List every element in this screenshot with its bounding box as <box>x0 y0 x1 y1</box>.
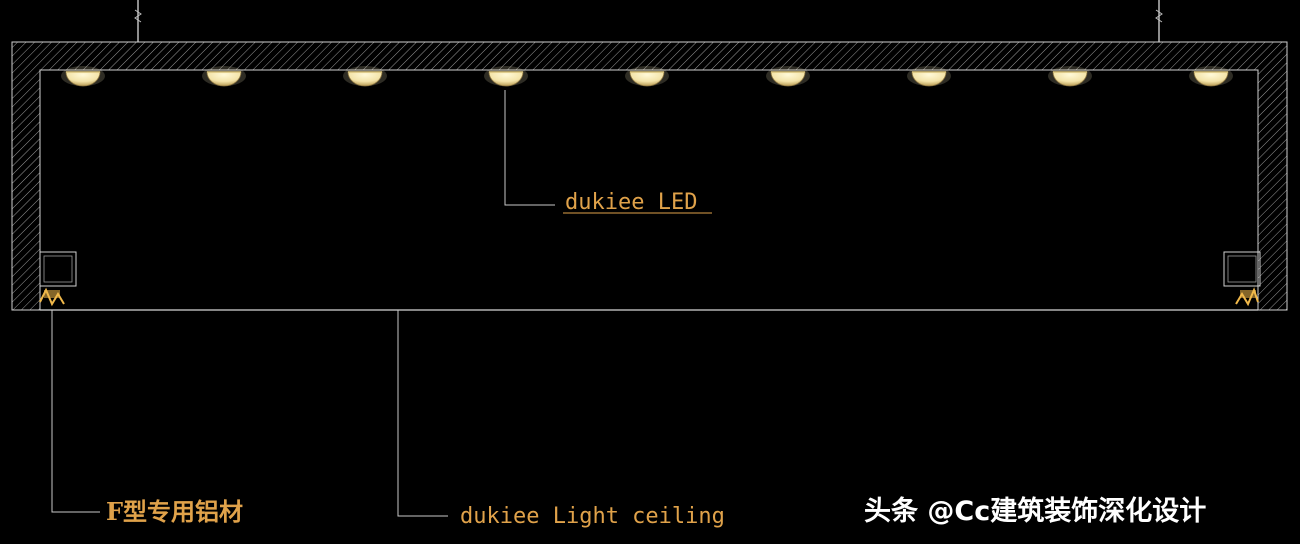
hanger-rods <box>134 0 1163 42</box>
leader-ceiling <box>397 310 448 517</box>
label-f-profile: F型专用铝材 <box>106 497 243 526</box>
led-lamp <box>1048 66 1092 87</box>
watermark: 头条 @Cc建筑装饰深化设计 <box>864 495 1206 527</box>
leader-lines <box>51 90 555 517</box>
leader-led <box>504 90 555 206</box>
ceiling-channel <box>11 41 1288 311</box>
led-lamp <box>343 66 387 87</box>
led-lamp <box>484 66 528 87</box>
led-lamp <box>766 66 810 87</box>
led-lamp <box>61 66 105 87</box>
f-profile-right <box>1223 251 1261 307</box>
label-led: dukiee LED <box>565 190 697 215</box>
led-lamp <box>907 66 951 87</box>
led-lamp <box>625 66 669 87</box>
led-lamp <box>202 66 246 87</box>
led-lamp <box>1189 66 1233 87</box>
leader-profile <box>51 310 100 513</box>
f-profile-left <box>39 251 77 307</box>
label-light-ceiling: dukiee Light ceiling <box>460 504 725 529</box>
led-lamp-row <box>61 66 1233 87</box>
